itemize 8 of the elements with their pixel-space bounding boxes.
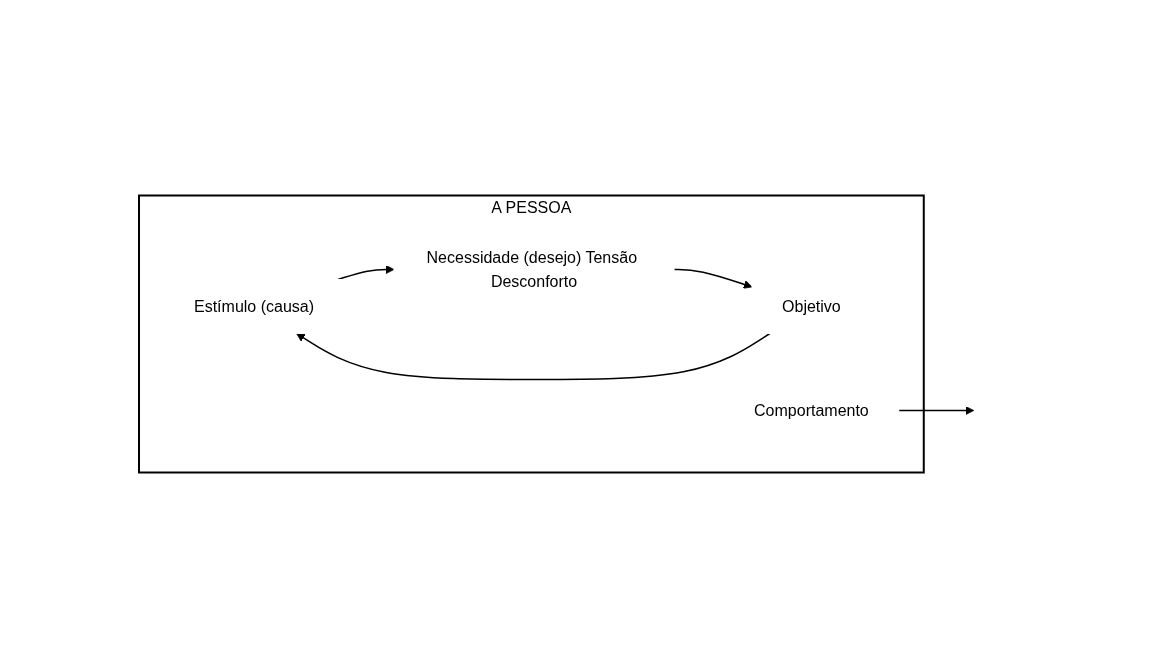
node-text: Estímulo (causa) <box>194 297 315 314</box>
node-text: Objetivo <box>782 297 841 314</box>
arrow <box>673 268 753 289</box>
arrow <box>337 264 395 280</box>
node-text: Comportamento <box>754 401 869 418</box>
arrow <box>296 332 771 380</box>
node-text: Necessidade (desejo) Tensão Desconforto <box>426 248 638 289</box>
arrow <box>898 405 975 415</box>
